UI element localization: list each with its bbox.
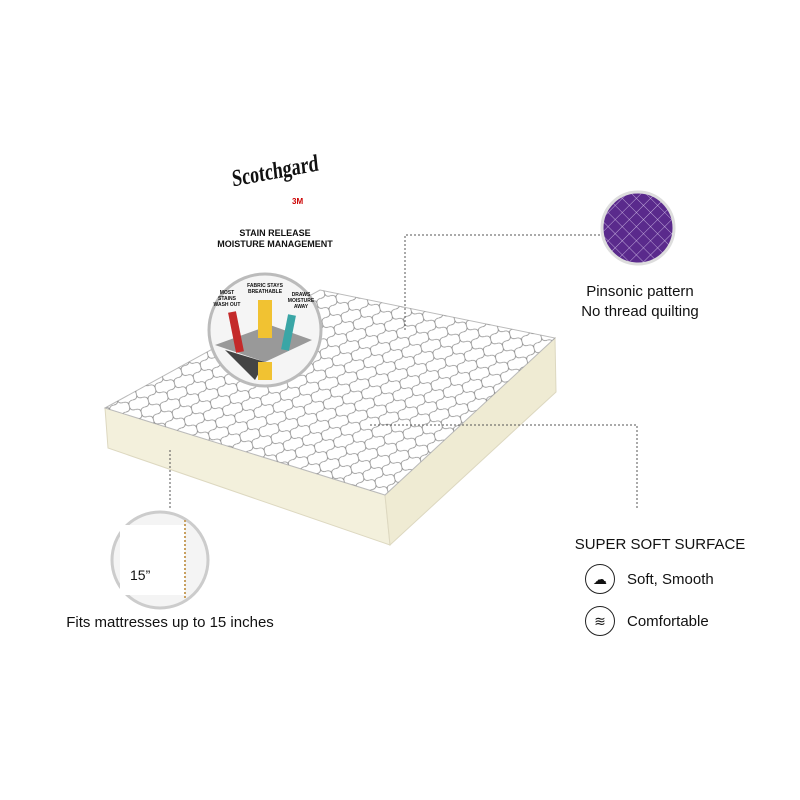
stain-release-text: STAIN RELEASE — [239, 228, 311, 238]
feature-comfortable: Comfortable — [627, 613, 709, 630]
waves-icon: ≋ — [585, 606, 615, 636]
depth-caption: Fits mattresses up to 15 inches — [66, 614, 274, 631]
feature-soft: Soft, Smooth — [627, 571, 714, 588]
scotchgard-diagram — [207, 272, 323, 388]
depth-badge: 15” — [130, 567, 151, 583]
surface-heading: SUPER SOFT SURFACE — [574, 536, 746, 553]
diagram-label-breathable: FABRIC STAYS BREATHABLE — [247, 283, 283, 295]
diagram-label-stains: MOST STAINS WASH OUT — [213, 290, 241, 308]
cotton-icon: ☁ — [585, 564, 615, 594]
moisture-management-text: MOISTURE MANAGEMENT — [217, 239, 333, 249]
mattress — [103, 289, 557, 547]
pattern-swatch — [600, 190, 676, 266]
callout-lines — [169, 234, 638, 510]
depth-detail — [110, 510, 210, 610]
diagram-label-moisture: DRAWS MOISTURE AWAY — [287, 292, 315, 310]
3m-logo: 3M — [292, 197, 304, 206]
pattern-line2: No thread quilting — [581, 303, 699, 320]
pattern-line1: Pinsonic pattern — [586, 283, 694, 300]
